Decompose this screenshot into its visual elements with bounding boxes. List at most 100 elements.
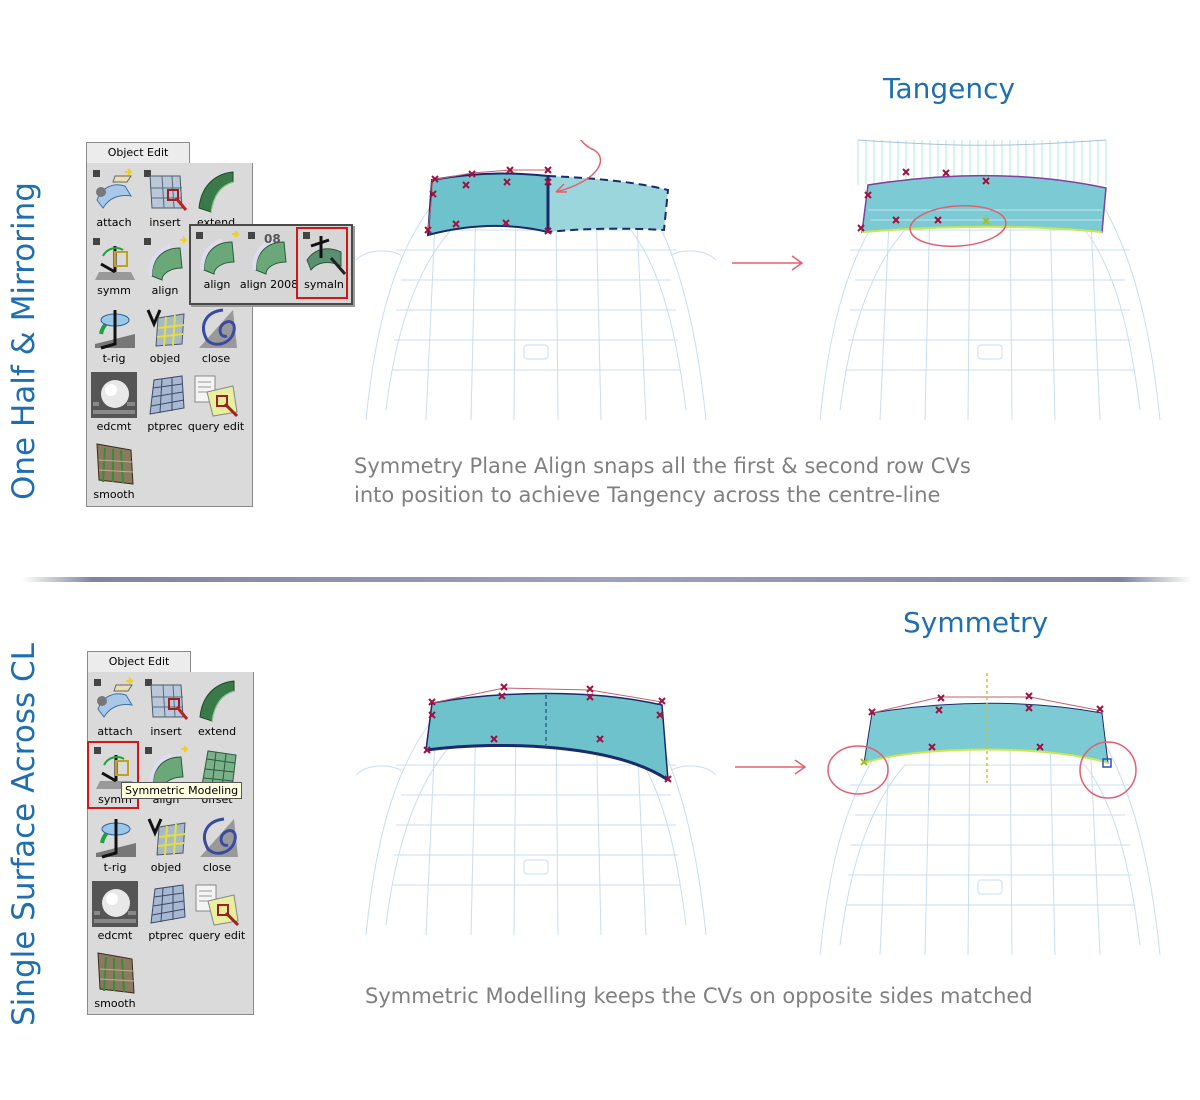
surface-single <box>425 687 669 782</box>
bottom-objed-icon <box>143 813 189 859</box>
tool-popup-symaln[interactable]: symaln <box>298 230 350 298</box>
heading-symmetry: Symmetry <box>903 606 1049 639</box>
scene-bottom-right <box>819 673 1161 955</box>
tool-label: extend <box>197 725 237 738</box>
caption-bottom: Symmetric Modelling keeps the CVs on opp… <box>365 984 1033 1008</box>
tool-top-query-edit[interactable]: query edit <box>188 372 244 440</box>
tool-top-smooth[interactable]: smooth <box>88 440 140 508</box>
tool-bottom-t-rig[interactable]: t-rig <box>89 813 141 881</box>
tool-label: t-rig <box>102 352 126 365</box>
tool-popup-align[interactable]: align <box>191 230 243 298</box>
tool-top-insert[interactable]: insert <box>139 168 191 236</box>
panel-top-tab[interactable]: Object Edit <box>86 142 190 164</box>
top-t-rig-icon <box>91 304 137 350</box>
tool-label: query edit <box>187 420 245 433</box>
tool-label: close <box>202 861 232 874</box>
tool-label: edcmt <box>97 929 133 942</box>
tool-top-symm[interactable]: symm <box>88 236 140 304</box>
symaln-highlight <box>296 227 348 299</box>
top-smooth-icon <box>91 440 137 486</box>
tool-label: objed <box>150 861 182 874</box>
tool-label: insert <box>149 216 181 229</box>
tool-label: ptprec <box>147 420 183 433</box>
tool-top-ptprec[interactable]: ptprec <box>139 372 191 440</box>
tool-top-align[interactable]: align <box>139 236 191 304</box>
badge-08: 08 <box>264 232 281 246</box>
top-attach-icon <box>91 168 137 214</box>
tool-bottom-edcmt[interactable]: edcmt <box>89 881 141 949</box>
tool-bottom-ptprec[interactable]: ptprec <box>140 881 192 949</box>
top-ptprec-icon <box>142 372 188 418</box>
tool-label: insert <box>150 725 182 738</box>
car-wireframe <box>356 199 716 420</box>
cv-markers <box>423 683 672 783</box>
tool-bottom-attach[interactable]: attach <box>89 677 141 745</box>
tool-label: close <box>201 352 231 365</box>
tool-popup-align-2008[interactable]: 08 align 2008 <box>240 230 298 298</box>
tool-label: objed <box>149 352 181 365</box>
top-insert-icon <box>142 168 188 214</box>
tool-label: symaln <box>304 278 344 291</box>
tangency-hatch <box>857 140 1107 185</box>
tool-top-close[interactable]: close <box>190 304 242 372</box>
tool-bottom-close[interactable]: close <box>191 813 243 881</box>
tool-bottom-smooth[interactable]: smooth <box>89 949 141 1017</box>
popup-align-icon <box>194 230 240 276</box>
top-align-icon <box>142 236 188 282</box>
tool-label: smooth <box>93 488 135 501</box>
bottom-insert-icon <box>143 677 189 723</box>
tool-label: align 2008 <box>239 278 299 291</box>
top-objed-icon <box>142 304 188 350</box>
popup-symaln-icon <box>301 230 347 276</box>
bottom-query-edit-icon <box>194 881 240 927</box>
tool-label: ptprec <box>148 929 184 942</box>
scene-bottom-left <box>356 683 716 935</box>
tool-label: symm <box>97 284 131 297</box>
scene-top-left <box>356 140 716 420</box>
caption-top-line-1: Symmetry Plane Align snaps all the first… <box>354 454 971 478</box>
section-divider <box>22 577 1192 582</box>
symm-highlight <box>87 741 139 809</box>
tool-bottom-query-edit[interactable]: query edit <box>189 881 245 949</box>
tool-top-edcmt[interactable]: edcmt <box>88 372 140 440</box>
tool-label: edcmt <box>96 420 132 433</box>
top-symm-icon <box>91 236 137 282</box>
surface-symmetric <box>863 696 1109 764</box>
tool-top-t-rig[interactable]: t-rig <box>88 304 140 372</box>
tool-label: attach <box>97 725 133 738</box>
section-title-one-half-mirroring: One Half & Mirroring <box>6 182 42 500</box>
arrow-bottom <box>735 759 807 775</box>
top-extend-icon <box>193 168 239 214</box>
tool-label: query edit <box>188 929 246 942</box>
cv-markers <box>424 166 552 235</box>
tool-bottom-extend[interactable]: extend <box>191 677 243 745</box>
tool-bottom-align[interactable]: align <box>140 745 192 813</box>
car-wireframe <box>819 199 1161 420</box>
tool-top-attach[interactable]: attach <box>88 168 140 236</box>
surface-half <box>426 169 670 237</box>
annotation-circle-right <box>1079 741 1137 799</box>
tool-top-objed[interactable]: objed <box>139 304 191 372</box>
tool-label: attach <box>96 216 132 229</box>
tool-bottom-insert[interactable]: insert <box>140 677 192 745</box>
arrow-top <box>732 255 804 271</box>
annotation-circle-left <box>827 745 889 795</box>
bottom-close-icon <box>194 813 240 859</box>
heading-tangency: Tangency <box>883 72 1016 105</box>
car-wireframe <box>819 734 1161 955</box>
panel-bottom-tab[interactable]: Object Edit <box>87 651 191 673</box>
top-query-edit-icon <box>193 372 239 418</box>
bottom-ptprec-icon <box>143 881 189 927</box>
bottom-extend-icon <box>194 677 240 723</box>
cv-markers <box>868 692 1104 751</box>
tool-label: smooth <box>94 997 136 1010</box>
annotation-arrow <box>555 140 602 193</box>
section-title-single-surface: Single Surface Across CL <box>6 643 42 1026</box>
tool-bottom-offset[interactable]: offset <box>191 745 243 813</box>
bottom-edcmt-icon <box>92 881 138 927</box>
tool-bottom-objed[interactable]: objed <box>140 813 192 881</box>
symmetric-modeling-tooltip: Symmetric Modeling <box>121 782 243 799</box>
annotation-circle <box>909 205 1007 247</box>
surface-full <box>861 174 1107 233</box>
tool-label: align <box>203 278 231 291</box>
